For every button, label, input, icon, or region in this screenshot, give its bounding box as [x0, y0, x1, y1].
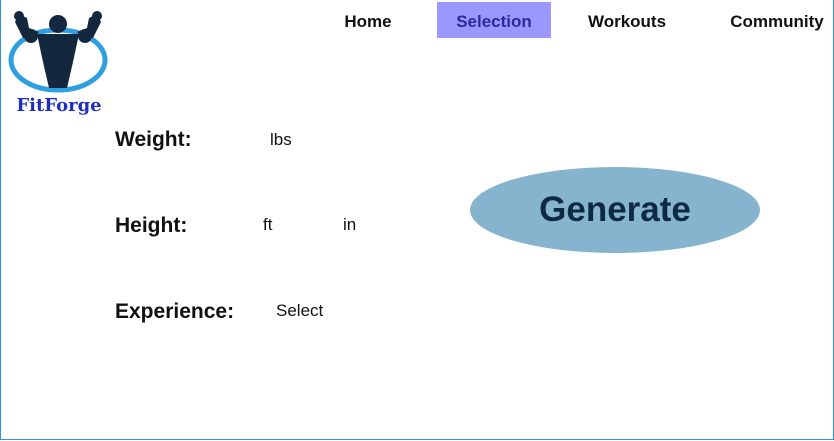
- nav-workouts[interactable]: Workouts: [587, 12, 667, 31]
- nav-community[interactable]: Community: [730, 12, 824, 31]
- nav-selection[interactable]: Selection: [437, 2, 551, 38]
- bodybuilder-logo-icon: [8, 11, 108, 93]
- brand-logo[interactable]: FitForge: [7, 10, 111, 120]
- height-inches-unit-label: in: [343, 215, 357, 234]
- height-inches-input[interactable]: [281, 212, 339, 240]
- weight-input[interactable]: [201, 126, 265, 154]
- experience-label: Experience:: [115, 300, 235, 323]
- height-feet-input[interactable]: [201, 212, 259, 240]
- brand-name: FitForge: [16, 95, 102, 116]
- height-label: Height:: [115, 214, 188, 237]
- top-navigation: Home Selection Workouts Community: [1, 2, 834, 38]
- weight-unit-label: lbs: [270, 130, 292, 149]
- nav-home[interactable]: Home: [344, 12, 392, 31]
- generate-button[interactable]: Generate: [470, 167, 760, 253]
- height-feet-unit-label: ft: [263, 215, 273, 234]
- experience-select[interactable]: Select: [276, 301, 324, 320]
- weight-label: Weight:: [115, 128, 192, 151]
